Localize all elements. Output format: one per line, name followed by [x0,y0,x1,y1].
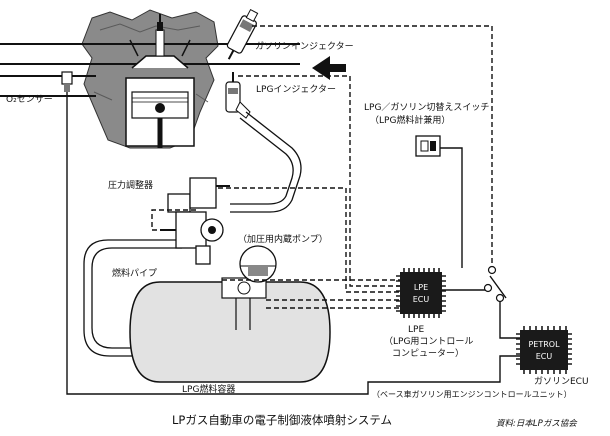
lpe-ecu-chip-label-1: LPE [414,283,428,292]
switch-contacts [483,265,505,303]
lpe-label: LPE [408,325,424,335]
lpg-injector-label: LPGインジェクター [256,84,336,95]
fuel-pipes [83,111,302,357]
internal-pump-label: （加圧用内蔵ポンプ） [238,233,328,245]
fuel-switch-sublabel: （LPG燃料計兼用） [370,114,450,126]
wiring [66,92,520,395]
signal-wires [151,25,493,309]
lpg-tank-label: LPG燃料容器 [182,383,235,395]
cylinder [125,39,195,148]
lpe-desc-1: （LPG用コントロール [384,336,473,347]
petrol-ecu-chip-label-2: ECU [536,352,553,361]
gasoline-ecu-label: ガソリンECU [534,376,589,387]
o2-sensor-icon [61,71,73,92]
pressure-regulator-icon [160,177,230,265]
lpe-desc-2: コンピューター） [392,348,464,359]
lpe-ecu-chip: LPE ECU [396,268,446,318]
gasoline-injector-label: ガソリンインジェクター [255,41,354,52]
fuel-switch-label: LPG／ガソリン切替えスイッチ [364,101,489,113]
figure-caption: LPガス自動車の電子制御液体噴射システム [172,413,392,427]
lpg-tank [129,277,331,383]
fuel-pipe-label: 燃料パイプ [112,267,157,279]
lpe-ecu-chip-label-2: ECU [413,295,430,304]
lpg-injector-icon [225,72,251,119]
spark-plug-icon [155,14,165,57]
petrol-ecu-chip: PETROL ECU [516,326,572,374]
pressure-regulator-label: 圧力調整器 [108,179,153,191]
gasoline-ecu-desc: （ベース車ガソリン用エンジンコントロールユニット） [372,389,572,399]
petrol-ecu-chip-label-1: PETROL [528,340,560,349]
figure-source: 資料:日本LPガス協会 [496,418,578,429]
fuel-switch-icon [415,135,441,157]
gasoline-injector-icon [226,8,259,60]
internal-pump-icon [239,245,277,283]
airflow-arrow-icon [312,56,346,80]
o2-sensor-label: O₂センサー [6,94,53,105]
